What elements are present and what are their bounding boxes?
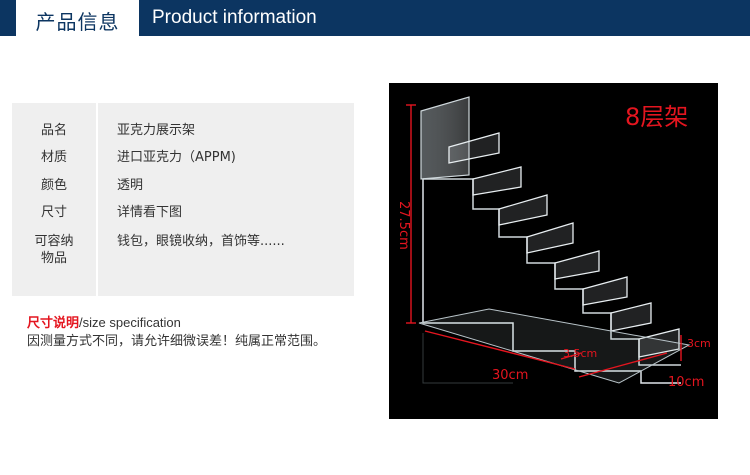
header-title-cn: 产品信息	[35, 10, 120, 34]
header-banner: 产品信息 Product information	[0, 0, 750, 46]
spec-key: 可容纳 物品	[12, 233, 96, 267]
column-divider	[96, 103, 98, 296]
dim-lip-label: 3cm	[687, 337, 711, 350]
spec-key: 材质	[40, 150, 67, 165]
acrylic-stand-illustration	[406, 96, 691, 384]
dim-length-label: 30cm	[492, 368, 529, 383]
spec-value: 详情看下图	[117, 205, 183, 220]
dim-height-box: 27.5cm	[393, 201, 415, 261]
product-photo: 8层架 27.5cm 30cm 10cm 3.5cm 3cm	[389, 83, 718, 419]
spec-value: 亚克力展示架	[117, 123, 196, 138]
tab-notch	[70, 40, 84, 46]
size-note-heading: 尺寸说明/size specification	[27, 312, 181, 331]
spec-value: 透明	[117, 178, 144, 193]
size-note-label-cn: 尺寸说明	[27, 316, 80, 331]
spec-value: 钱包，眼镜收纳，首饰等......	[117, 234, 285, 249]
spec-key: 尺寸	[40, 205, 67, 220]
spec-table: 品名 亚克力展示架 材质 进口亚克力（APPM) 颜色 透明 尺寸 详情看下图 …	[12, 103, 354, 296]
spec-value: 进口亚克力（APPM)	[117, 150, 236, 165]
tier-count-label: 8层架	[625, 103, 689, 131]
size-note-disclaimer: 因测量方式不同，请允许细微误差！纯属正常范围。	[27, 334, 327, 349]
spec-key-line1: 可容纳	[34, 234, 74, 249]
size-note-label-en: /size specification	[79, 315, 181, 330]
dim-step-label: 3.5cm	[563, 347, 598, 360]
spec-key: 颜色	[40, 178, 67, 193]
dim-height-label: 27.5cm	[396, 201, 411, 250]
header-tab: 产品信息	[16, 0, 139, 40]
spec-key-line2: 物品	[40, 251, 67, 266]
spec-key: 品名	[40, 123, 67, 138]
header-title-en: Product information	[152, 7, 317, 28]
dim-depth-label: 10cm	[668, 375, 705, 390]
